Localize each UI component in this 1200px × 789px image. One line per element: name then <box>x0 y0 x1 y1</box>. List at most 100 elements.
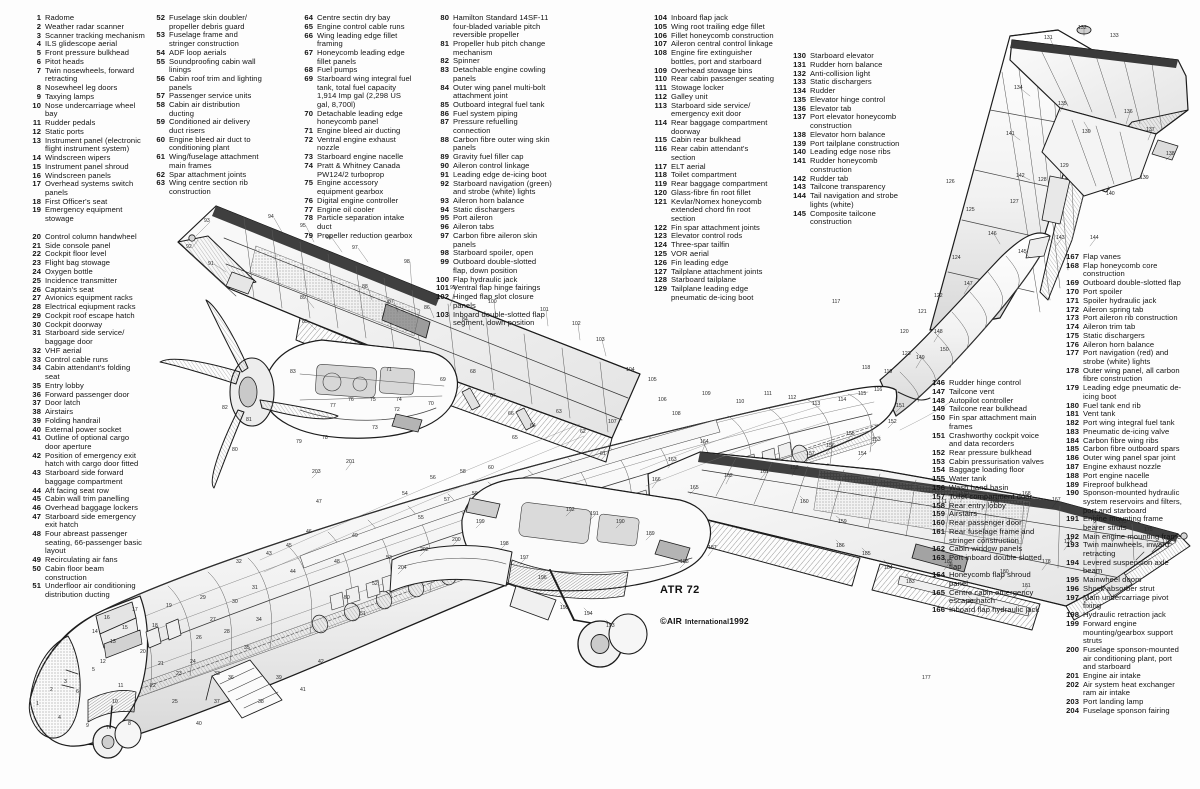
legend-item-label: Port aileron rib construction <box>1083 313 1178 323</box>
legend-item-label: Port navigation (red) and strobe (white)… <box>1083 348 1169 366</box>
legend-item-number: 133 <box>793 77 806 87</box>
legend-item-number: 87 <box>440 117 449 127</box>
legend-item-label: Forward engine mounting/gearbox support … <box>1083 618 1174 646</box>
legend-item-number: 194 <box>1066 557 1079 567</box>
legend-item-label: Cockpit doorway <box>45 319 103 329</box>
legend-item-label: Door latch <box>45 398 81 408</box>
leader-number: 171 <box>938 499 947 505</box>
leader-number: 58 <box>460 469 466 475</box>
leader-number: 143 <box>1056 235 1065 241</box>
legend-item-label: Fin spar attachment main frames <box>949 413 1037 431</box>
leader-number: 139 <box>1140 175 1149 181</box>
leader-number: 60 <box>488 465 494 471</box>
legend-item-number: 149 <box>932 404 945 414</box>
legend-item-label: Pitot heads <box>45 56 84 66</box>
legend-item-label: Airstairs <box>45 407 74 417</box>
legend-item-number: 177 <box>1066 348 1079 358</box>
leader-number: 103 <box>596 337 605 343</box>
legend-item-label: Overhead systems switch panels <box>45 179 134 197</box>
legend-item-number: 120 <box>654 187 667 197</box>
legend-item-number: 88 <box>440 134 449 144</box>
legend-item-number: 186 <box>1066 453 1079 463</box>
leader-number: 164 <box>700 439 709 445</box>
leader-number: 145 <box>1018 249 1027 255</box>
legend-item-number: 166 <box>932 605 945 615</box>
legend-item-number: 82 <box>440 56 449 66</box>
leader-number: 156 <box>826 443 835 449</box>
legend-item-number: 9 <box>36 91 41 101</box>
leader-number: 19 <box>166 603 172 609</box>
leader-number: 35 <box>244 645 250 651</box>
leader-number: 69 <box>440 377 446 383</box>
legend-item-number: 148 <box>932 395 945 405</box>
legend-item-label: Wing leading edge fillet framing <box>317 30 398 49</box>
leader-number: 64 <box>530 423 536 429</box>
leader-number: 93 <box>204 218 210 224</box>
leader-number: 109 <box>702 391 711 397</box>
legend-item-number: 113 <box>654 100 667 110</box>
legend-item-label: Outer wing panel spar joint <box>1083 453 1176 463</box>
legend-item-label: Outer wing panel, all carbon fibre const… <box>1083 365 1180 384</box>
legend-item-number: 155 <box>932 474 945 484</box>
leader-number: 188 <box>680 559 689 565</box>
legend-item-label: Electrical eqiupment racks <box>45 302 136 312</box>
leader-number: 147 <box>964 281 973 287</box>
legend-item-number: 191 <box>1066 514 1079 524</box>
legend-item-label: Rear pressure bulkhead <box>949 447 1032 457</box>
legend-item-label: Starboard wing integral fuel tank, total… <box>317 74 412 109</box>
leader-number: 107 <box>608 419 617 425</box>
leader-number: 160 <box>800 499 809 505</box>
leader-number: 112 <box>788 395 797 401</box>
legend-item-label: Rudder tab <box>810 173 849 183</box>
legend-item-label: Port elevator honeycomb construction <box>810 112 897 131</box>
copyright-publication: International <box>684 619 730 626</box>
legend-item-number: 157 <box>932 491 945 501</box>
legend-item-label: Port aileron <box>453 213 493 223</box>
legend-item-label: Forward passenger door <box>45 389 130 399</box>
legend-item-label: Outboard double-slotted flap, down posit… <box>453 257 537 275</box>
leader-number: 40 <box>196 721 202 727</box>
legend-item-label: Nosewheel leg doors <box>45 83 118 93</box>
legend-item-number: 46 <box>32 503 41 513</box>
legend-item-number: 14 <box>32 152 41 162</box>
legend-item-number: 181 <box>1066 409 1079 419</box>
legend-item-number: 49 <box>32 555 41 565</box>
legend-item-number: 39 <box>32 415 41 425</box>
leader-number: 14 <box>92 629 98 635</box>
legend-item-number: 190 <box>1066 488 1079 498</box>
legend-item-label: Static ports <box>45 126 84 136</box>
leader-number: 99 <box>450 285 456 291</box>
leader-number: 148 <box>934 329 943 335</box>
legend-item-number: 40 <box>32 424 41 434</box>
legend-item-label: Glass-fibre fin root fillet <box>671 187 751 197</box>
legend-item-label: Starboard engine nacelle <box>317 152 404 162</box>
legend-item-number: 193 <box>1066 540 1079 550</box>
legend-item-number: 64 <box>304 13 313 22</box>
